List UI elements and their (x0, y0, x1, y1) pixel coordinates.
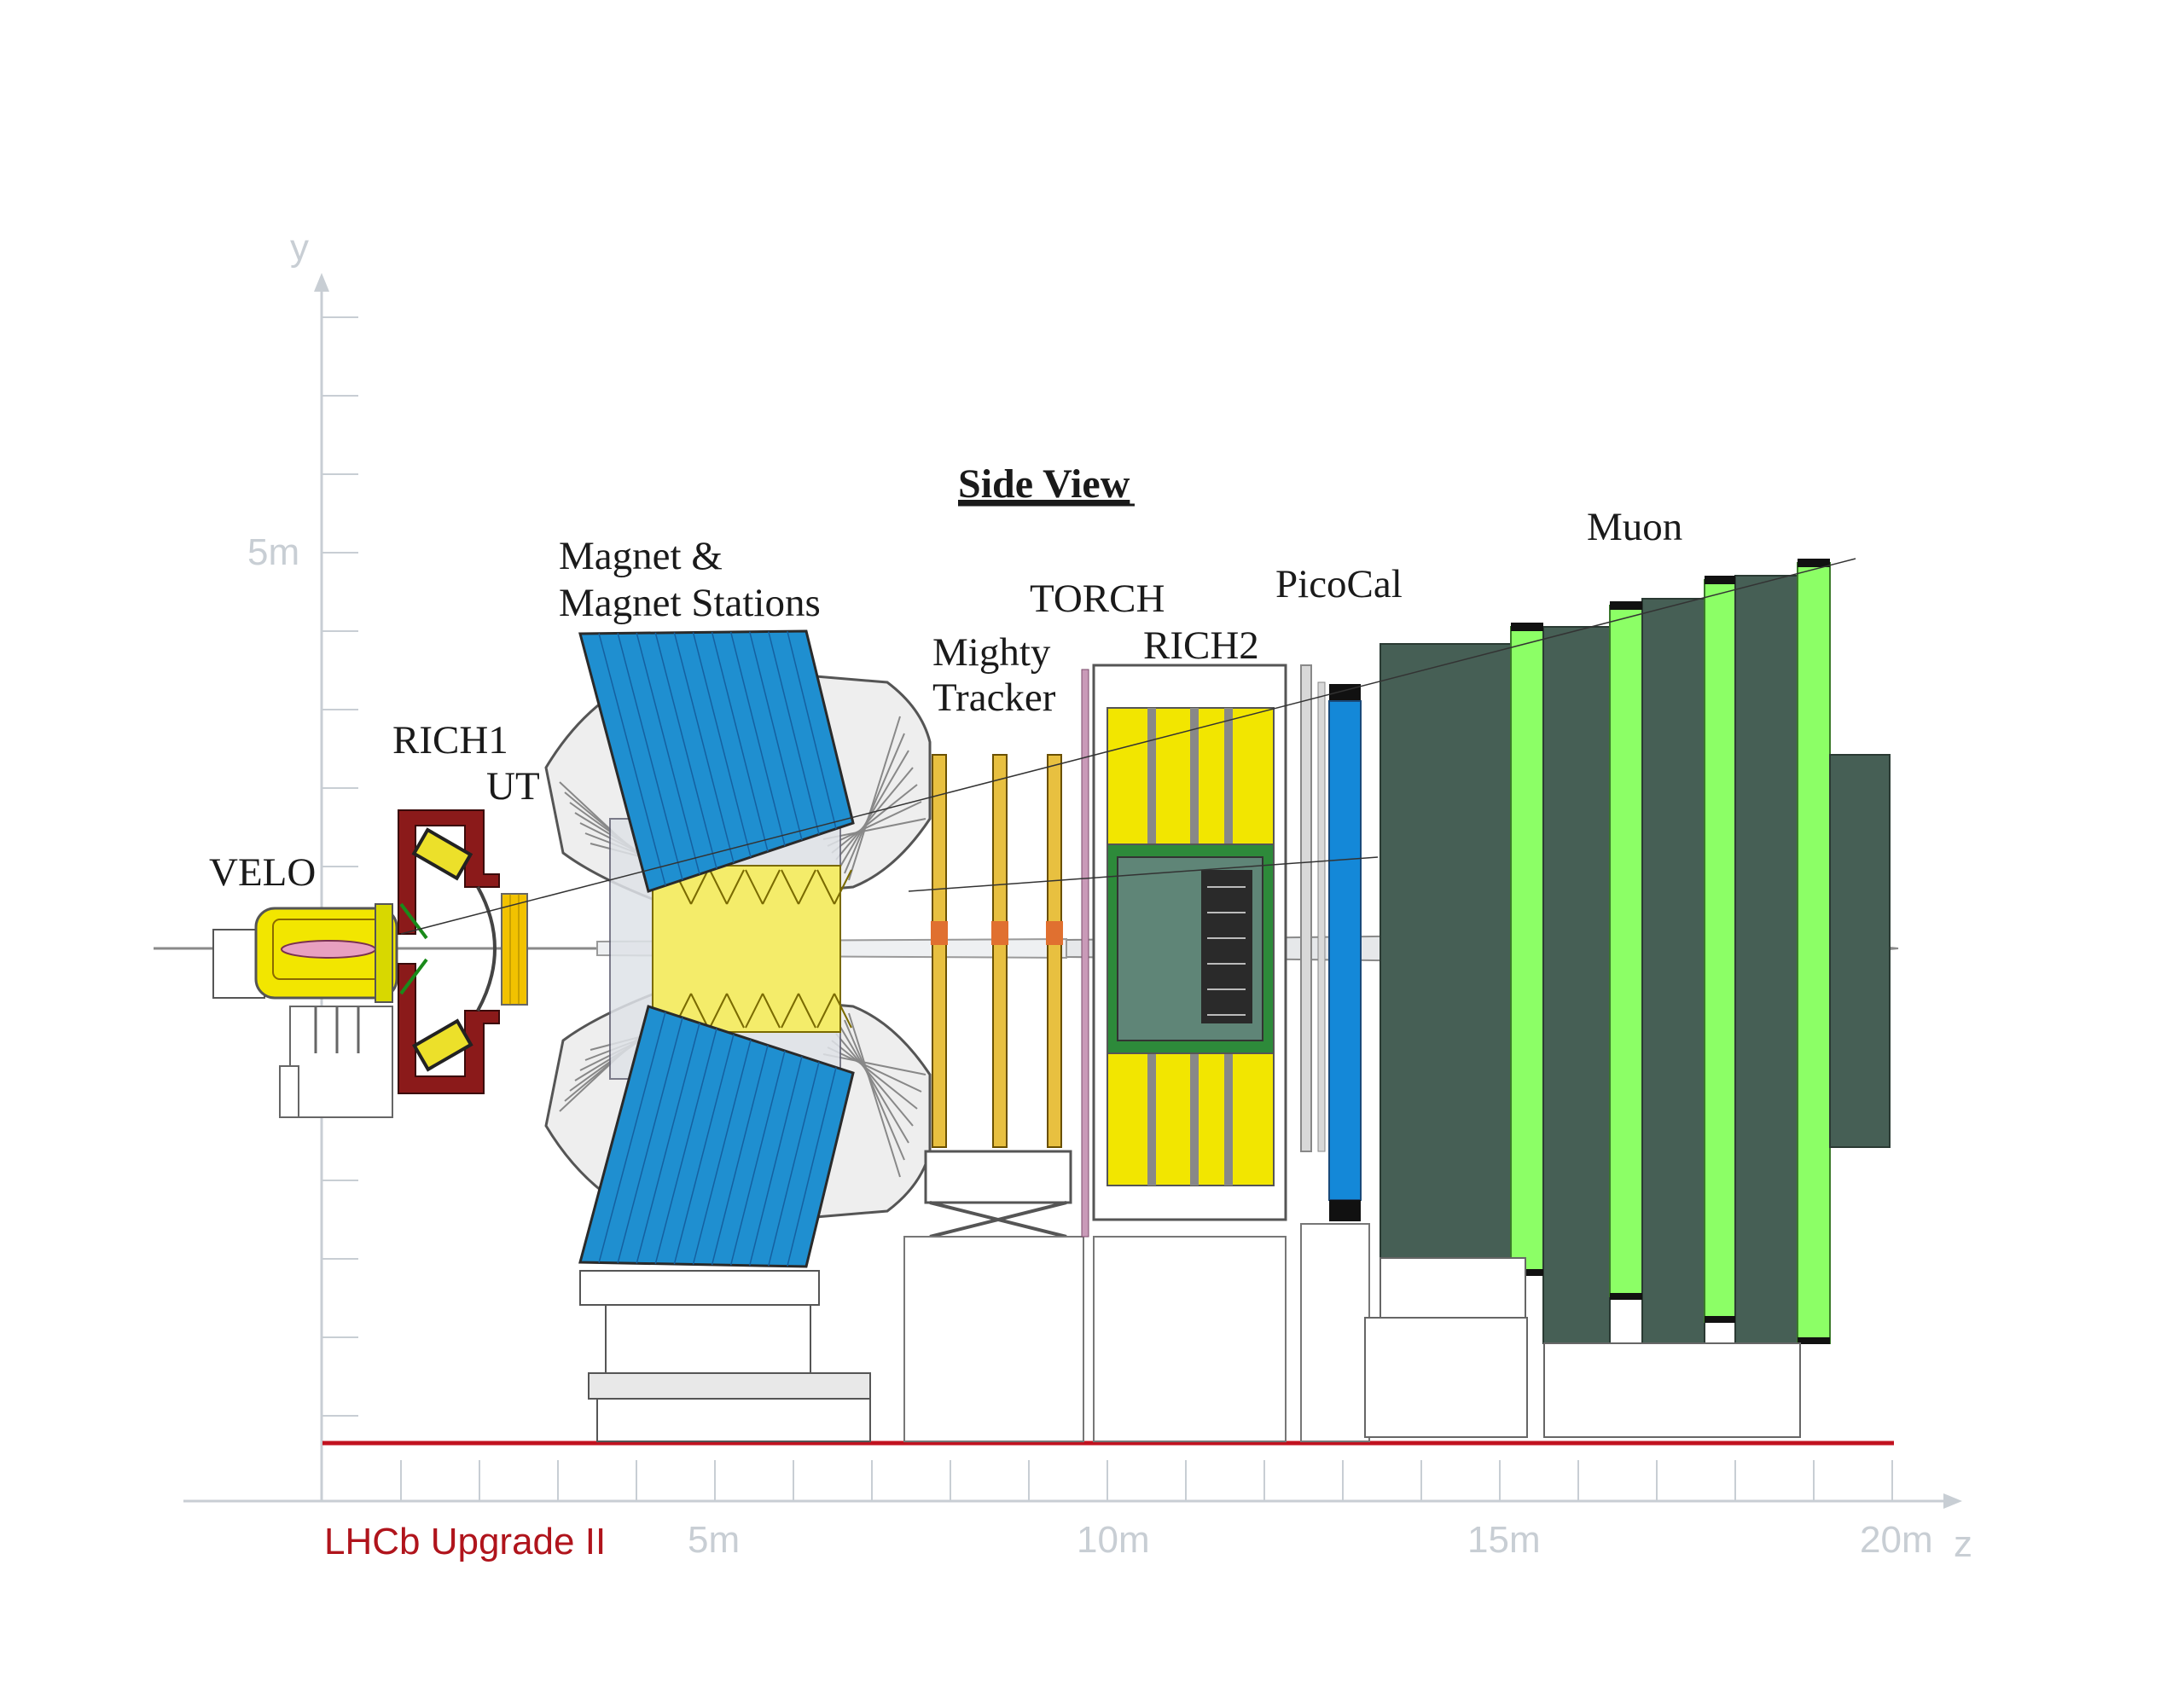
mighty-tracker-label-line2: Tracker (932, 675, 1056, 720)
muon-label: Muon (1587, 505, 1682, 549)
torch-label: TORCH (1030, 577, 1165, 621)
coil-line (839, 750, 909, 867)
yoke-stripe (598, 1012, 666, 1263)
magnet-station-chevron (745, 993, 764, 1029)
magnet-station-chevron (726, 869, 745, 905)
yoke-stripe (711, 632, 769, 852)
muon-absorber-3 (1641, 598, 1705, 1344)
coil-line (839, 1026, 909, 1144)
coil-line (848, 1012, 901, 1178)
torch-detector (1081, 669, 1089, 1238)
experiment-label: LHCb Upgrade II (324, 1521, 606, 1562)
yoke-stripe (749, 1056, 803, 1266)
yoke-stripe (768, 1061, 820, 1267)
muon-shield (1829, 754, 1891, 1148)
coil-line (827, 801, 922, 847)
magnet-label-line2: Magnet Stations (559, 581, 821, 625)
z-tick-label-20m: 20m (1860, 1519, 1933, 1561)
picocal-label: PicoCal (1275, 562, 1403, 606)
coil-line (831, 1040, 918, 1110)
yoke-stripe (729, 1050, 786, 1266)
y-axis-arrow (314, 273, 329, 292)
yoke-stripe (692, 1039, 752, 1265)
magnet-station-chevron (798, 993, 816, 1029)
magnet-station-chevron (781, 993, 799, 1029)
z-axis-arrow (1943, 1493, 1962, 1509)
muon-absorber-1 (1380, 643, 1512, 1259)
yoke-stripe (598, 633, 666, 886)
coil-line (831, 784, 918, 854)
yoke-stripe (729, 631, 786, 846)
velo-label: VELO (209, 850, 316, 895)
coil-line (835, 767, 914, 861)
yoke-stripe (636, 1023, 700, 1264)
coil-line (827, 1046, 922, 1093)
yoke-stripe (636, 633, 700, 875)
magnet-station-chevron (834, 993, 852, 1029)
z-axis-label: z (1954, 1523, 1972, 1565)
coil-line (848, 716, 901, 881)
muon-station-4 (1797, 562, 1831, 1344)
magnet-station-chevron (816, 993, 835, 1029)
yoke-stripe (617, 633, 683, 880)
mighty-tracker-label-line1: Mighty (932, 630, 1051, 675)
y-axis-ticks (322, 316, 358, 1417)
z-axis-ticks (400, 1460, 1893, 1501)
title-label: Side View (958, 461, 1130, 507)
magnet-station-chevron (690, 993, 709, 1029)
magnet-station-chevron (690, 869, 709, 905)
yoke-stripe (711, 1045, 769, 1266)
rich1-label: RICH1 (392, 718, 508, 762)
track-lines (400, 558, 1856, 935)
magnet-station-chevron (798, 869, 816, 905)
rich2-detector (1092, 664, 1287, 1442)
muon-station-3 (1704, 579, 1736, 1323)
yoke-stripe (787, 1067, 837, 1267)
magnet-station-chevron (709, 869, 728, 905)
coil-line (835, 1033, 914, 1127)
yoke-stripe (673, 632, 735, 863)
coil-line (844, 733, 905, 874)
yoke-stripe (654, 1028, 717, 1264)
magnet-station-chevron (745, 869, 764, 905)
yoke-stripe (654, 632, 717, 869)
muon-absorber-4 (1734, 575, 1798, 1344)
picocal-detector (1300, 664, 1370, 1442)
yoke-stripe (787, 631, 837, 829)
muon-station-2 (1609, 605, 1643, 1297)
ut-label: UT (486, 764, 540, 809)
mighty-tracker (903, 754, 1084, 1442)
magnet-station-chevron (834, 869, 852, 905)
yoke-stripe (617, 1017, 683, 1264)
rich2-label: RICH2 (1143, 623, 1259, 668)
yoke-stripe (692, 632, 752, 858)
magnet-station-chevron (816, 869, 835, 905)
coil-line (844, 1019, 905, 1161)
yoke-stripe (673, 1034, 735, 1265)
magnet-station-chevron (726, 993, 745, 1029)
magnet-station-chevron (781, 869, 799, 905)
y-axis-label: y (290, 227, 309, 269)
yoke-stripe (749, 631, 803, 841)
z-tick-label-15m: 15m (1467, 1519, 1541, 1561)
velo-detector (212, 903, 398, 1118)
muon-absorber-2 (1542, 626, 1611, 1344)
yoke-stripe (768, 631, 820, 835)
z-tick-label-10m: 10m (1077, 1519, 1150, 1561)
z-tick-label-5m: 5m (688, 1519, 740, 1561)
rich1-detector (398, 809, 500, 1094)
magnet (544, 629, 932, 1442)
magnet-label-line1: Magnet & (559, 534, 723, 578)
magnet-station-chevron (762, 993, 781, 1029)
muon-detector (1364, 559, 1891, 1438)
ut-detector (501, 893, 528, 1006)
magnet-station-chevron (709, 993, 728, 1029)
y-tick-label-5m: 5m (247, 531, 299, 573)
magnet-station-chevron (762, 869, 781, 905)
muon-station-1 (1510, 626, 1544, 1272)
